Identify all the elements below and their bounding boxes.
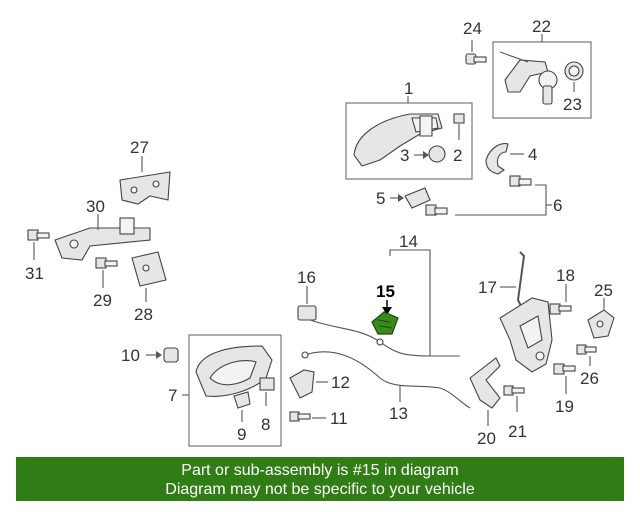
callout-21: 21 <box>508 422 527 441</box>
part-3-plug <box>428 145 446 163</box>
part-28-hinge <box>131 251 167 287</box>
callout-8: 8 <box>261 415 270 434</box>
callout-29: 29 <box>93 291 112 310</box>
part-29-bolt <box>95 257 118 269</box>
part-22-lock-cylinder <box>499 51 558 105</box>
part-6-bolt-b <box>425 204 448 216</box>
part-14-cable <box>309 319 460 357</box>
part-23-cap <box>564 61 584 81</box>
callout-17: 17 <box>478 278 497 297</box>
part-31-bolt <box>27 229 50 241</box>
callout-3: 3 <box>400 146 409 165</box>
callout-12: 12 <box>331 373 350 392</box>
callout-24: 24 <box>463 19 482 38</box>
part-8-clip <box>259 377 275 391</box>
part-15-highlighted <box>371 311 399 335</box>
callout-15: 15 <box>376 282 395 301</box>
banner-line-disclaimer: Diagram may not be specific to your vehi… <box>165 481 475 498</box>
callout-23: 23 <box>563 95 582 114</box>
part-18-bolt <box>549 303 572 315</box>
callout-28: 28 <box>134 305 153 324</box>
callout-9: 9 <box>237 425 246 444</box>
part-info-banner: Part or sub-assembly is #15 in diagram D… <box>16 457 624 501</box>
part-25-striker <box>587 309 615 339</box>
part-4-bracket <box>485 143 509 175</box>
callout-7: 7 <box>168 386 177 405</box>
part-21-screw <box>503 385 525 396</box>
callout-18: 18 <box>556 266 575 285</box>
callout-2: 2 <box>453 146 462 165</box>
part-16-clip <box>297 305 317 321</box>
part-7-box <box>188 334 282 447</box>
part-1-outside-handle <box>353 113 443 167</box>
callout-20: 20 <box>477 429 496 448</box>
part-27-hinge <box>119 171 171 205</box>
callout-25: 25 <box>594 281 613 300</box>
part-7-inside-handle <box>195 345 273 397</box>
callout-30: 30 <box>86 197 105 216</box>
parts-diagram: 24 22 23 1 2 3 4 5 <box>25 17 615 448</box>
callout-19: 19 <box>555 397 574 416</box>
part-20-bracket <box>469 357 501 409</box>
part-19-bolt <box>553 363 576 375</box>
callout-22: 22 <box>532 17 551 36</box>
part-30-door-check <box>54 217 151 261</box>
banner-line-part: Part or sub-assembly is #15 in diagram <box>181 462 459 479</box>
callout-14: 14 <box>399 232 418 251</box>
part-24-bolt <box>465 53 487 65</box>
callout-6: 6 <box>553 196 562 215</box>
part-26-bolt <box>576 344 597 355</box>
callout-16: 16 <box>297 268 316 287</box>
callout-11: 11 <box>330 409 348 428</box>
part-10-cap <box>163 347 179 363</box>
callout-13: 13 <box>389 404 408 423</box>
part-13-cable <box>301 351 471 409</box>
part-5-clip <box>404 187 431 209</box>
part-12-cover <box>289 369 315 399</box>
part-11-screw <box>289 411 311 422</box>
part-1-box <box>345 102 473 180</box>
callout-31: 31 <box>25 264 44 283</box>
callout-5: 5 <box>376 189 385 208</box>
callout-26: 26 <box>580 369 599 388</box>
part-17-latch <box>499 251 553 373</box>
part-6-bolt-a <box>509 175 532 187</box>
part-9-clip <box>233 391 251 409</box>
callout-10: 10 <box>121 346 140 365</box>
callout-1: 1 <box>404 79 413 98</box>
callout-27: 27 <box>130 138 149 157</box>
callout-4: 4 <box>528 145 537 164</box>
part-2-clip <box>453 113 465 124</box>
